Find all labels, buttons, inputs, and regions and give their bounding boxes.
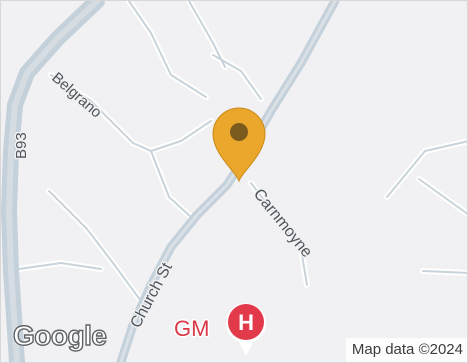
- road-minor-casing: [250, 182, 308, 286]
- road-minor-casing: [48, 190, 142, 302]
- map-attribution[interactable]: Map data ©2024: [345, 338, 467, 362]
- poi-gm[interactable]: GM H: [173, 303, 266, 356]
- road-b93[interactable]: [1, 1, 105, 362]
- road-minor-casing: [18, 262, 102, 270]
- hospital-icon: H: [226, 303, 266, 356]
- road-minor: [210, 52, 264, 102]
- road-minor: [148, 148, 194, 220]
- road-minor-casing: [150, 150, 192, 218]
- road-minor: [384, 138, 467, 200]
- road-minor: [46, 188, 144, 304]
- road-minor-casing: [150, 120, 212, 152]
- map-pin-dot-icon: [230, 123, 248, 141]
- road-minor-casing: [50, 74, 152, 152]
- road-minor-casing: [386, 140, 467, 198]
- road-label-b93: B93: [13, 132, 30, 159]
- road-minor-casing: [418, 178, 467, 215]
- poi-label: GM: [174, 316, 209, 341]
- road-label-carnmoyne: Carnmoyne: [250, 186, 315, 261]
- road-church-st-center: [119, 1, 337, 362]
- road-minor-casing: [128, 1, 207, 98]
- road-minor-casing: [422, 270, 467, 274]
- road-minor-casing: [212, 54, 262, 100]
- hospital-icon-letter: H: [238, 310, 254, 335]
- map-pin-icon[interactable]: [212, 107, 266, 183]
- road-b93-center: [5, 1, 100, 362]
- road-label-belgrano: Belgrano: [48, 69, 104, 121]
- road-minor: [148, 118, 214, 154]
- road-minor-casing: [188, 1, 226, 68]
- google-logo[interactable]: Google: [12, 320, 107, 351]
